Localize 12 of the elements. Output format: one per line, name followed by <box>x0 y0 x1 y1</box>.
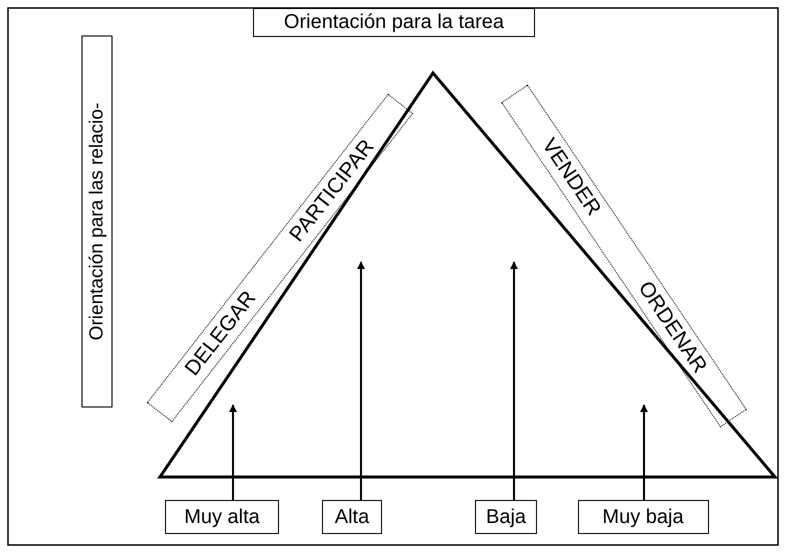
axis-label-box: Orientación para las relacio- <box>82 35 112 407</box>
arrow <box>510 261 518 500</box>
arrow <box>357 261 365 500</box>
heading-box: Orientación para la tarea <box>253 8 535 36</box>
arrow <box>640 404 648 500</box>
style-band <box>501 84 747 428</box>
level-box: Muy baja <box>578 500 708 534</box>
style-band <box>146 94 414 422</box>
level-box: Alta <box>322 500 382 534</box>
arrow <box>229 404 237 500</box>
level-box: Muy alta <box>165 500 279 534</box>
level-box: Baja <box>475 500 537 534</box>
